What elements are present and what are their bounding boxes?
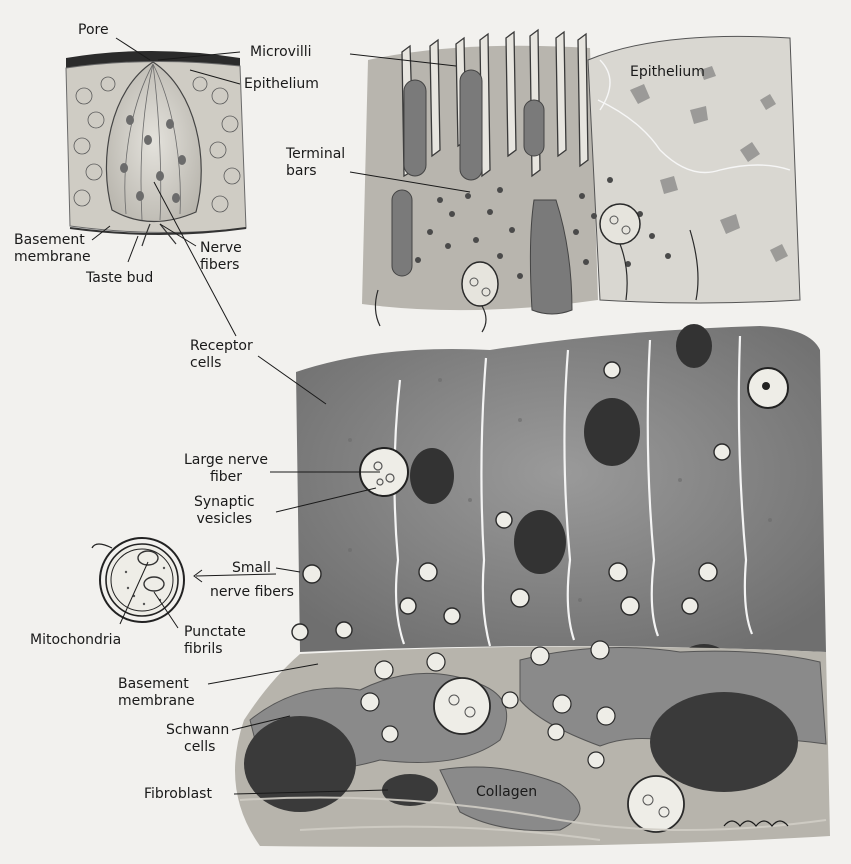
label-collagen: Collagen [476,784,537,801]
label-pore: Pore [78,22,109,39]
label-fibroblast: Fibroblast [144,786,212,803]
label-taste-bud: Taste bud [86,270,153,287]
taste-bud-overview [66,51,246,246]
label-mitochondria: Mitochondria [30,632,121,649]
apical-region [362,30,800,332]
small-nerve-fiber-inset [92,538,184,622]
label-microvilli: Microvilli [250,44,312,61]
label-epithelium-right: Epithelium [630,64,705,81]
label-epithelium-left: Epithelium [244,76,319,93]
receptor-cell-section [292,324,826,672]
connective-tissue [235,641,830,847]
